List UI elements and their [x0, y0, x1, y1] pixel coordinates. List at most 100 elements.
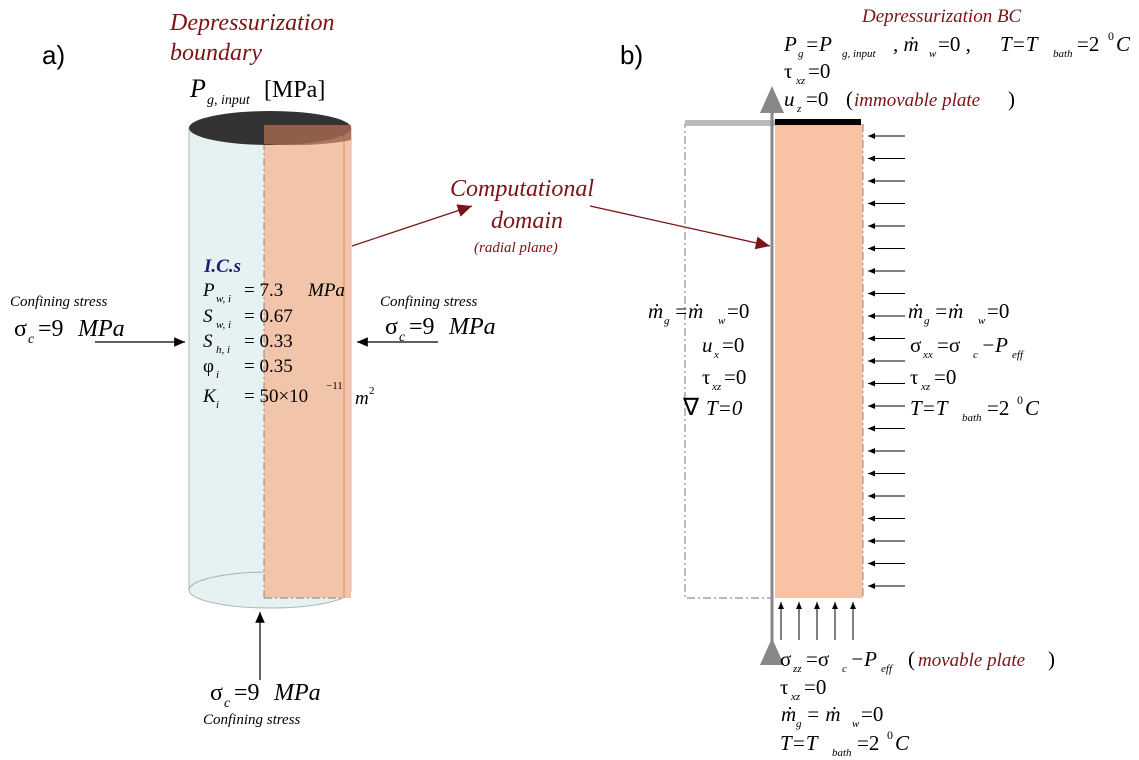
top-eq2-rest: =0 [808, 59, 830, 83]
right-eq2-p-sub: eff [1012, 349, 1025, 361]
right-eq3-tau: τ [910, 365, 918, 389]
right-eq3-sub: xz [920, 381, 931, 393]
bottom-boundary-conditions: σ zz =σ c −P eff ( movable plate ) τ xz … [780, 647, 1055, 759]
comp-domain-line1: Computational [450, 176, 594, 202]
ic-pw-sub: w, i [216, 293, 231, 305]
computational-domain-rect [775, 124, 863, 598]
depressurization-title-line2: boundary [170, 40, 262, 66]
right-eq2-sigma: σ [910, 333, 921, 357]
sigma-left: σ [14, 316, 27, 342]
ic-phi-value: = 0.35 [244, 356, 293, 377]
depressurization-title-line1: Depressurization [169, 10, 334, 36]
right-eq4-t: T=T [910, 396, 949, 420]
sigma-bottom: σ [210, 680, 223, 706]
bottom-eq1-sub: zz [792, 663, 802, 675]
comp-domain-line3: (radial plane) [474, 240, 558, 256]
left-eq4-rest: T=0 [706, 396, 743, 420]
top-eq1-t: T=T [1000, 32, 1039, 56]
sigma-left-sub: c [28, 332, 35, 347]
domain-sketch [684, 86, 864, 665]
top-eq3-note: immovable plate [854, 90, 980, 111]
right-eq1-mw: =ṁ [934, 299, 963, 323]
right-eq4-rest: =2 [987, 396, 1009, 420]
top-eq1-t-unit: C [1116, 32, 1131, 56]
ic-k-symbol: K [202, 386, 217, 407]
ic-pw-symbol: P [202, 280, 215, 301]
right-eq4-sub: bath [962, 412, 982, 424]
panel-b-label: b) [620, 40, 643, 70]
left-eq1-end: =0 [727, 299, 749, 323]
top-eq1-sub2: g, input [842, 48, 877, 60]
left-eq3-tau: τ [702, 365, 710, 389]
right-load-arrows [868, 133, 905, 589]
right-eq3-rest: =0 [934, 365, 956, 389]
bottom-eq4-sub: bath [832, 747, 852, 759]
right-eq2-sub: xx [922, 349, 933, 361]
top-eq1-mw: , ṁ [893, 32, 919, 56]
top-eq3-u: u [784, 87, 795, 111]
right-eq2-p: −P [981, 333, 1008, 357]
arrow-to-panel-b-domain [589, 205, 771, 250]
top-eq1-t-sub: bath [1053, 48, 1073, 60]
top-eq1-t-sup: 0 [1108, 29, 1114, 43]
sigma-right-sub: c [399, 330, 406, 345]
bottom-eq1-sigma-c: =σ [806, 647, 829, 671]
right-eq4-unit: C [1025, 396, 1040, 420]
bottom-eq4-t: T=T [780, 731, 819, 755]
arrow-to-panel-a-slice [351, 204, 473, 247]
left-eq2-rest: =0 [722, 333, 744, 357]
top-eq3-paren-close: ) [1008, 87, 1015, 111]
initial-conditions: I.C.s P w, i = 7.3 MPa S w, i = 0.67 S h… [202, 256, 375, 411]
sample-cylinder [188, 111, 352, 609]
ic-k-exponent: −11 [326, 380, 343, 392]
bottom-eq3-mg: ṁ [781, 702, 796, 726]
ic-phi-symbol: φ [203, 356, 214, 377]
mirror-domain-outline [684, 123, 774, 599]
ic-sw-symbol: S [203, 306, 213, 327]
sigma-bottom-value: =9 [234, 680, 260, 706]
ic-pw-unit: MPa [307, 280, 345, 301]
pressure-symbol: P [189, 74, 206, 103]
top-bc-title: Depressurization BC [861, 6, 1022, 27]
radial-plane-slice [264, 126, 351, 598]
sigma-left-unit: MPa [77, 316, 125, 342]
left-eq3-sub: xz [711, 381, 722, 393]
top-eq2-sub: xz [795, 75, 806, 87]
bottom-eq1-p: −P [850, 647, 877, 671]
ic-sw-value: = 0.67 [244, 306, 293, 327]
computational-domain-label: Computational domain (radial plane) [351, 176, 771, 256]
left-eq1-mg-sub: g [664, 315, 670, 327]
top-eq1-mw-rest: =0 , [938, 32, 971, 56]
input-pressure-label: P g, input [MPa] [189, 74, 325, 108]
bottom-eq1-c-sub: c [842, 663, 847, 675]
bottom-note-paren-open: ( [908, 647, 915, 671]
left-eq2-u: u [702, 333, 713, 357]
top-eq1-t-rest: =2 [1077, 32, 1099, 56]
confining-stress-bottom: σ c =9 MPa Confining stress [203, 612, 321, 728]
ic-k-sub: i [216, 399, 219, 411]
bottom-eq2-tau: τ [780, 675, 788, 699]
ic-sh-symbol: S [203, 331, 213, 352]
top-eq1-p: P [783, 32, 797, 56]
panel-a-label: a) [42, 40, 65, 70]
ic-sw-sub: w, i [216, 319, 231, 331]
left-eq4-nabla: ∇ [682, 395, 700, 421]
top-eq1-p-sub: g [798, 48, 804, 60]
confining-stress-left: Confining stress σ c =9 MPa [10, 294, 185, 347]
sigma-left-value: =9 [38, 316, 64, 342]
left-eq3-rest: =0 [724, 365, 746, 389]
ic-k-unit: m [355, 388, 369, 409]
right-eq2-c-sub: c [973, 349, 978, 361]
confining-label-left: Confining stress [10, 294, 108, 310]
left-boundary-conditions: ṁ g =ṁ w =0 u x =0 τ xz =0 ∇ T=0 [648, 299, 749, 421]
right-eq1-mg: ṁ [908, 299, 923, 323]
right-eq1-mw-sub: w [978, 315, 986, 327]
bottom-eq1-p-sub: eff [881, 663, 894, 675]
left-eq1-mw: =ṁ [674, 299, 703, 323]
ic-sh-value: = 0.33 [244, 331, 293, 352]
bottom-note-paren-close: ) [1048, 647, 1055, 671]
bottom-load-arrows [778, 602, 856, 640]
left-eq1-mg: ṁ [648, 299, 663, 323]
top-eq3-paren-open: ( [846, 87, 853, 111]
